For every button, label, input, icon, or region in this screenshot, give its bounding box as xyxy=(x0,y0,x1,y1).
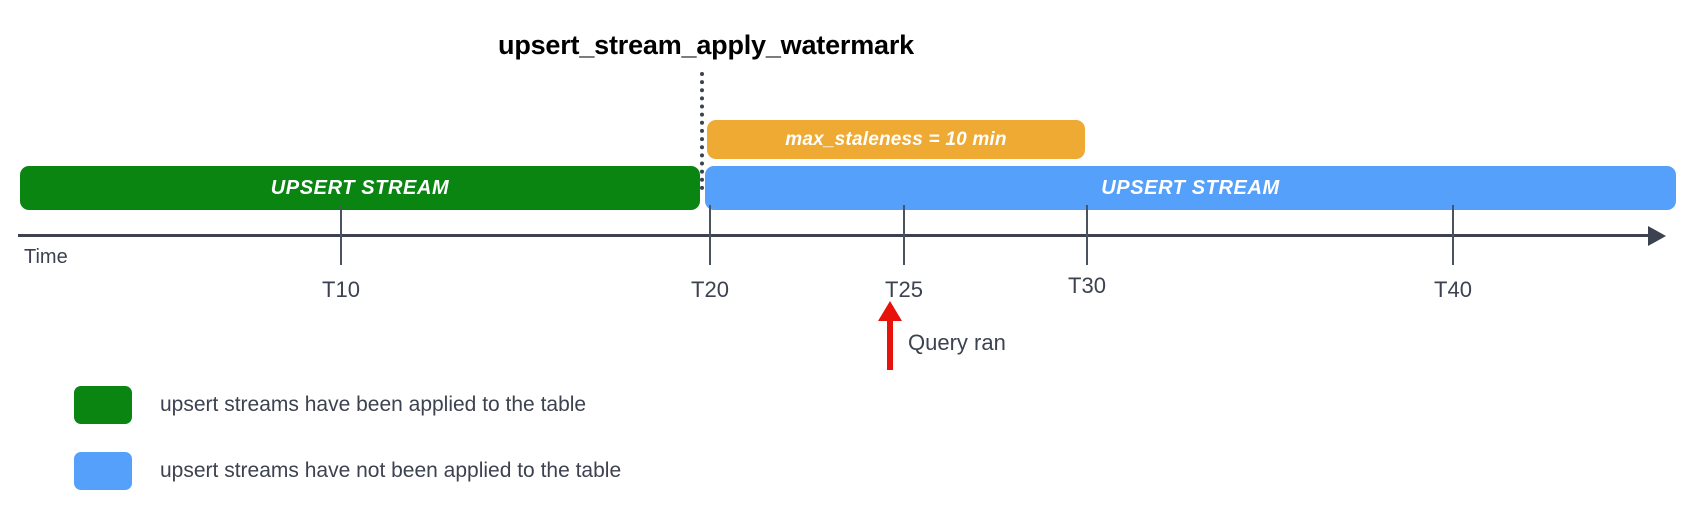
legend-swatch-green-icon xyxy=(74,386,132,424)
max-staleness-label: max_staleness = 10 min xyxy=(785,128,1007,150)
axis-tick xyxy=(1452,205,1454,265)
time-axis-arrow-icon xyxy=(1648,226,1666,246)
legend-label-applied: upsert streams have been applied to the … xyxy=(160,393,587,416)
page-title: upsert_stream_apply_watermark xyxy=(498,30,914,60)
axis-tick-label-t40: T40 xyxy=(1434,277,1472,302)
legend: upsert streams have been applied to the … xyxy=(74,385,621,517)
axis-tick xyxy=(1086,205,1088,265)
axis-tick-label-t10: T10 xyxy=(322,277,360,302)
upsert-stream-applied-bar: UPSERT STREAM xyxy=(20,166,700,210)
time-axis-line xyxy=(18,234,1652,237)
legend-swatch-blue-icon xyxy=(74,452,132,490)
axis-tick-label-t20: T20 xyxy=(691,277,729,302)
axis-tick xyxy=(340,205,342,265)
axis-tick-label-t30: T30 xyxy=(1068,273,1106,298)
watermark-dotted-line xyxy=(700,72,704,190)
legend-label-not-applied: upsert streams have not been applied to … xyxy=(160,459,622,482)
query-ran-arrow-shaft xyxy=(887,315,893,370)
legend-item-not-applied: upsert streams have not been applied to … xyxy=(74,451,621,491)
max-staleness-bar: max_staleness = 10 min xyxy=(707,120,1085,159)
upsert-stream-applied-label: UPSERT STREAM xyxy=(270,176,450,199)
upsert-stream-not-applied-label: UPSERT STREAM xyxy=(1101,176,1280,199)
query-ran-arrow-icon xyxy=(878,301,902,321)
legend-item-applied: upsert streams have been applied to the … xyxy=(74,385,621,425)
query-ran-label: Query ran xyxy=(908,330,1006,355)
upsert-stream-not-applied-bar: UPSERT STREAM xyxy=(705,166,1676,210)
time-axis-label: Time xyxy=(24,246,68,268)
axis-tick-label-t25: T25 xyxy=(885,277,923,302)
axis-tick xyxy=(903,205,905,265)
axis-tick xyxy=(709,205,711,265)
